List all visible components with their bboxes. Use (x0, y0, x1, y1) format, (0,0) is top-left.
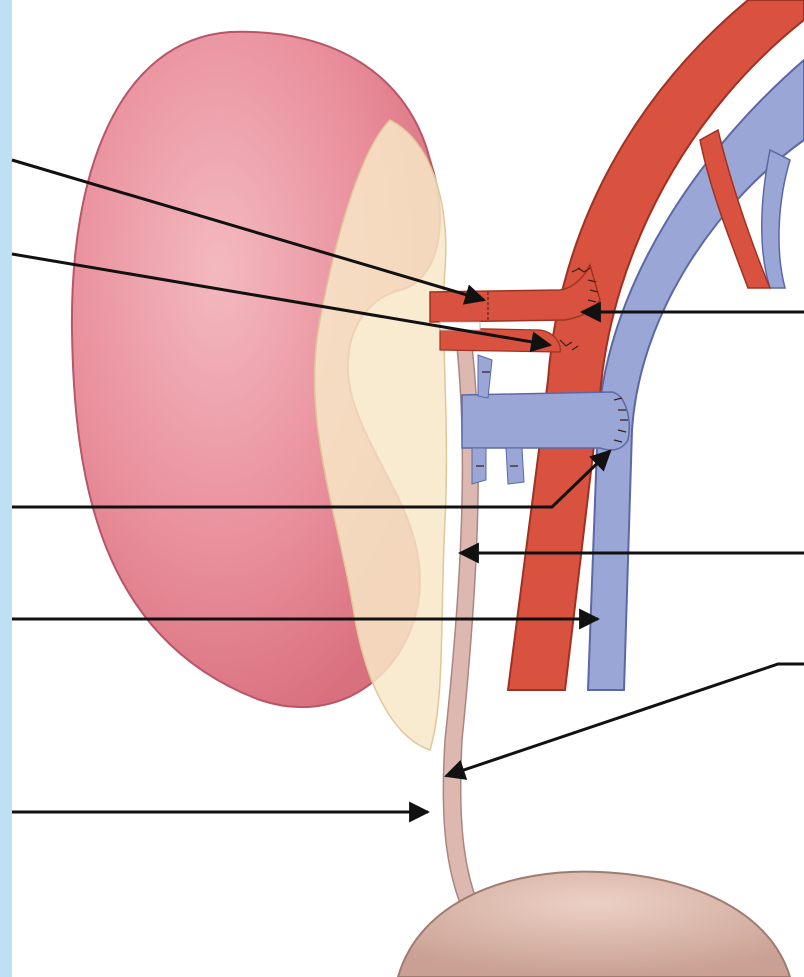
kidney-transplant-diagram (0, 0, 804, 977)
anatomy-illustration (0, 0, 804, 977)
